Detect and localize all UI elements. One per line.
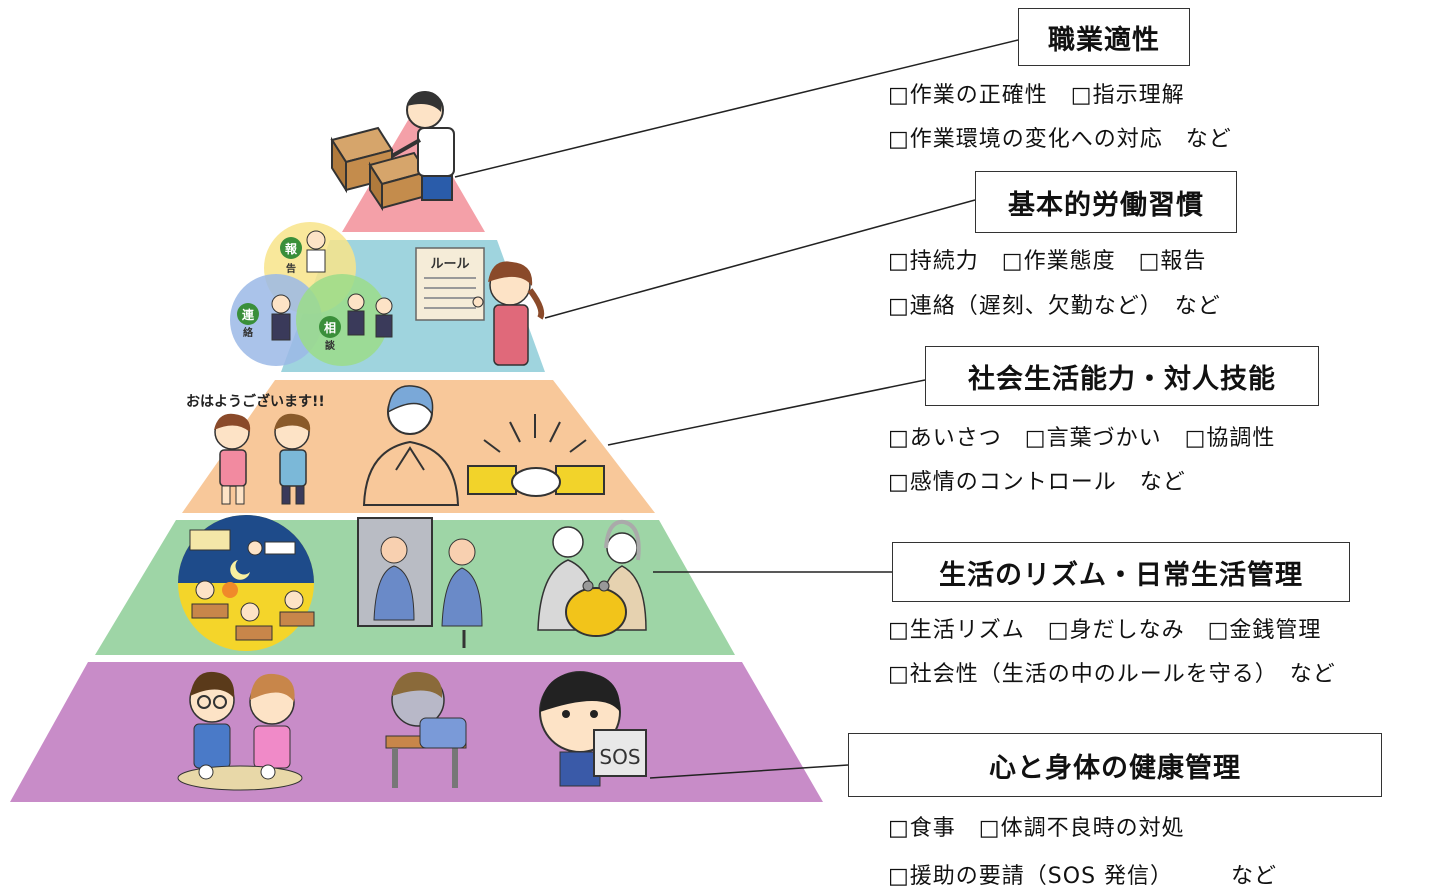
item-line-daily-life-1: □生活リズム □身だしなみ □金銭管理	[888, 618, 1322, 643]
connector-line	[544, 199, 976, 319]
daily-routine-illustration	[178, 515, 315, 651]
woman-pointing-illustration	[472, 261, 545, 366]
title-job-aptitude: 職業適性	[1018, 8, 1190, 66]
praying-woman-illustration	[362, 385, 460, 506]
item-line-daily-life-2: □社会性（生活の中のルールを守る） など	[888, 662, 1336, 687]
report-label-2: 告	[286, 262, 296, 275]
sos-sign-text: SOS	[599, 745, 640, 769]
title-social-skills: 社会生活能力・対人技能	[925, 346, 1319, 406]
contact-label: 連	[242, 307, 255, 322]
handshake-illustration	[467, 414, 605, 497]
item-line-health-2: □援助の要請（SOS 発信） など	[888, 864, 1278, 889]
rule-sheet-illustration: ルール	[415, 247, 485, 321]
title-work-habits: 基本的労働習慣	[975, 171, 1237, 233]
grooming-mirror-illustration	[357, 517, 483, 648]
report-label: 報	[285, 241, 298, 256]
item-line-social-skills-2: □感情のコントロール など	[888, 470, 1186, 495]
report-contact-consult-illustration: 報 告 連 絡 相 談	[230, 222, 393, 366]
worker-with-boxes-illustration	[330, 91, 455, 212]
couple-eating-illustration	[177, 671, 303, 791]
connector-line	[607, 379, 926, 446]
item-line-work-habits-1: □持続力 □作業態度 □報告	[888, 249, 1207, 274]
rule-sheet-title: ルール	[430, 257, 469, 272]
title-daily-life: 生活のリズム・日常生活管理	[892, 542, 1350, 602]
title-health: 心と身体の健康管理	[848, 733, 1382, 797]
sick-child-illustration	[385, 671, 467, 788]
sos-boy-illustration: SOS	[539, 671, 647, 787]
contact-label-2: 絡	[243, 326, 254, 339]
greeting-children-illustration: おはようございます!!	[186, 393, 325, 505]
greeting-text: おはようございます!!	[186, 393, 325, 410]
item-line-job-aptitude-1: □作業の正確性 □指示理解	[888, 83, 1185, 108]
item-line-health-1: □食事 □体調不良時の対処	[888, 816, 1185, 841]
consult-label-2: 談	[325, 339, 336, 352]
item-line-work-habits-2: □連絡（遅刻、欠勤など） など	[888, 294, 1221, 319]
item-line-job-aptitude-2: □作業環境の変化への対応 など	[888, 127, 1232, 152]
item-line-social-skills-1: □あいさつ □言葉づかい □協調性	[888, 426, 1276, 451]
connector-line	[454, 39, 1019, 178]
consult-label: 相	[324, 320, 336, 335]
connector-line	[649, 764, 849, 779]
money-management-illustration	[537, 519, 647, 637]
